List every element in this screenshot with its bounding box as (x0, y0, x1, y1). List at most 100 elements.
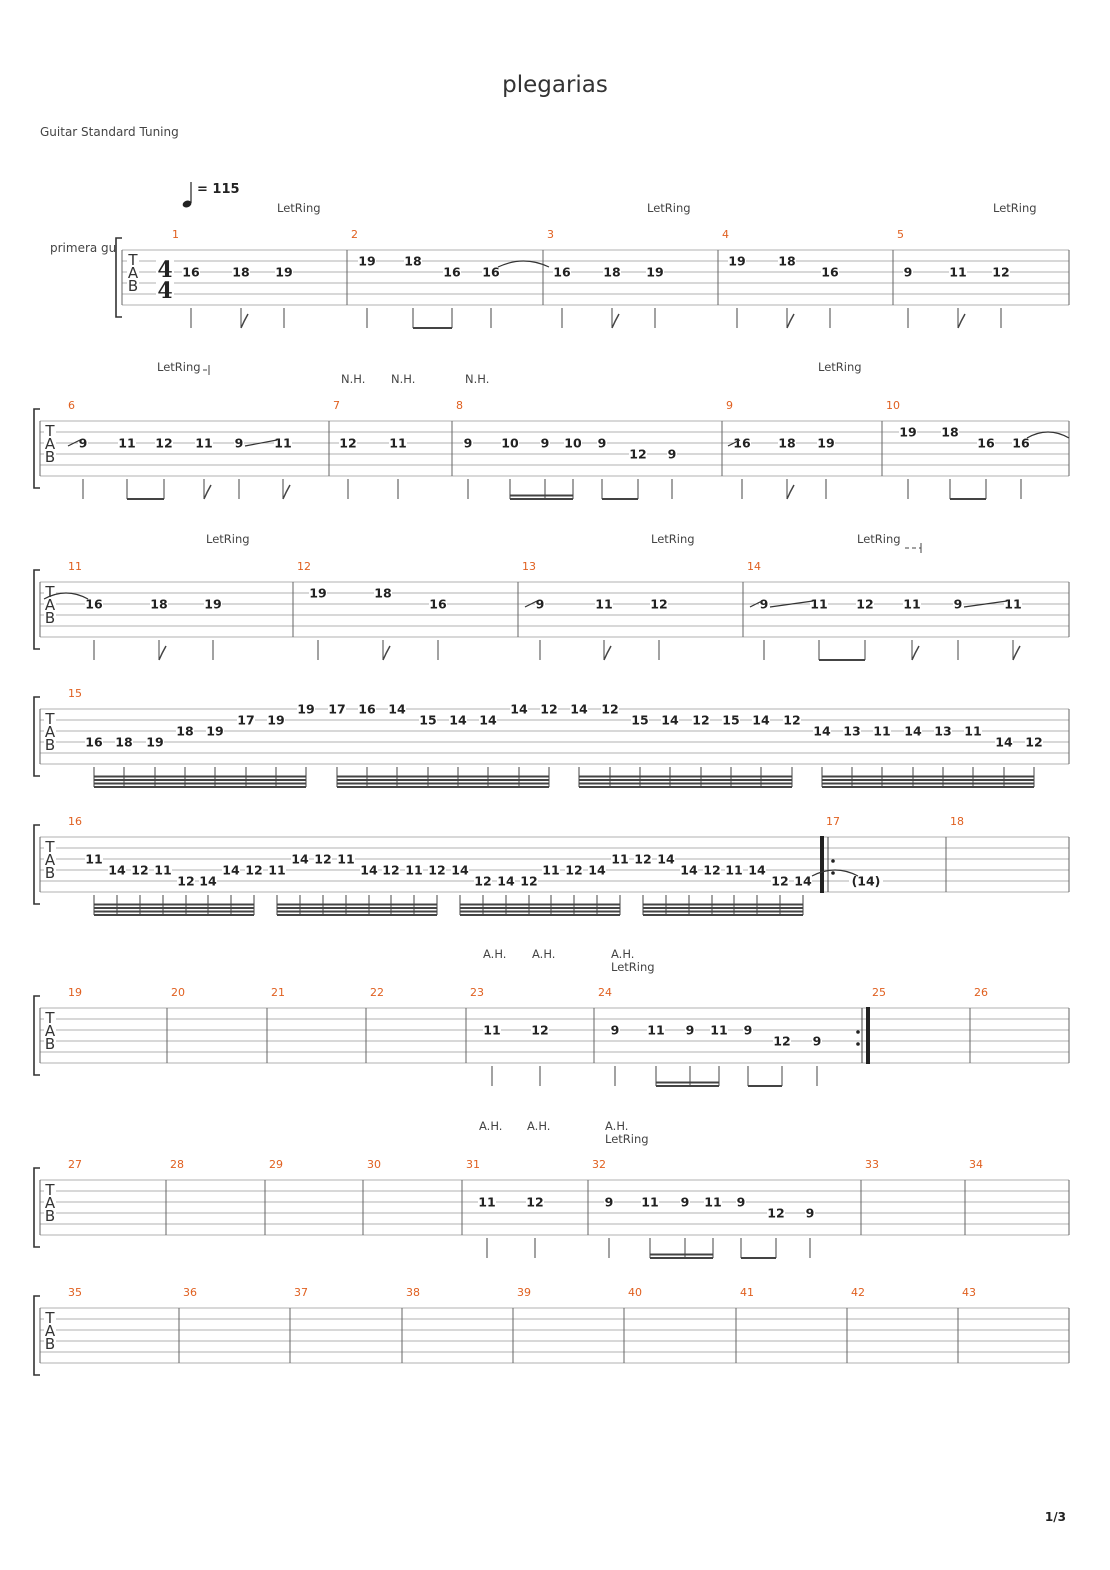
fret-bg (267, 713, 285, 726)
fret-bg (526, 1195, 544, 1208)
fret-number: 16 (85, 597, 103, 612)
tab-letter-bg (44, 853, 56, 866)
fret-bg (360, 863, 378, 876)
fret-bg (463, 436, 473, 449)
fret-bg (291, 852, 309, 865)
fret-bg (685, 1023, 695, 1036)
fret-bg (964, 724, 982, 737)
tab-letter: B (45, 1035, 55, 1053)
fret-number: 9 (954, 597, 963, 612)
fret-bg (812, 1034, 822, 1047)
fret-bg (843, 724, 861, 737)
fret-number: 12 (245, 863, 262, 878)
fret-bg (85, 735, 103, 748)
fret-number: 14 (794, 874, 812, 889)
page-number: 1/3 (1044, 1510, 1066, 1524)
fret-number: 9 (681, 1195, 690, 1210)
fret-number: 18 (778, 436, 795, 451)
song-title: plegarias (502, 72, 608, 98)
fret-number: 9 (806, 1206, 815, 1221)
measure-number: 34 (969, 1158, 983, 1171)
fret-bg (388, 702, 406, 715)
fret-number: 18 (374, 586, 391, 601)
fret-bg (182, 265, 200, 278)
technique-annotation: A.H. (527, 1119, 550, 1133)
tab-letter-bg (44, 840, 56, 853)
tab-letter-bg (44, 424, 56, 437)
fret-number: 18 (603, 265, 620, 280)
measure-number: 35 (68, 1286, 82, 1299)
tab-letter-bg (44, 1037, 56, 1050)
tab-letter: T (44, 1009, 55, 1027)
fret-bg (778, 254, 796, 267)
measure-number: 23 (470, 986, 484, 999)
tab-letter: A (45, 1322, 56, 1340)
measure-number: 16 (68, 815, 82, 828)
fret-bg (725, 863, 743, 876)
technique-annotation: A.H. (479, 1119, 502, 1133)
fret-bg (629, 447, 647, 460)
fret-number: 15 (631, 713, 648, 728)
fret-bg (650, 597, 668, 610)
note-flag (611, 313, 620, 329)
fret-number: 14 (657, 852, 675, 867)
fret-number: 11 (964, 724, 981, 739)
fret-bg (1004, 597, 1022, 610)
fret-number: 12 (540, 702, 557, 717)
technique-annotation: A.H. (611, 947, 634, 961)
fret-number: 13 (843, 724, 860, 739)
tab-letter: B (45, 1207, 55, 1225)
repeat-dot (856, 1030, 860, 1034)
fret-bg (641, 1195, 659, 1208)
fret-bg (358, 254, 376, 267)
fret-number: 12 (783, 713, 800, 728)
technique-annotation: LetRing (647, 201, 691, 215)
fret-bg (992, 265, 1010, 278)
note-flag (786, 484, 795, 500)
fret-number: 11 (647, 1023, 664, 1038)
fret-bg (374, 586, 392, 599)
tab-letter-bg (44, 738, 56, 751)
fret-bg (520, 874, 538, 887)
fret-number: 11 (337, 852, 354, 867)
fret-number: 16 (977, 436, 995, 451)
measure-number: 10 (886, 399, 900, 412)
technique-annotation: N.H. (341, 372, 365, 386)
fret-number: 11 (641, 1195, 658, 1210)
fret-bg (759, 597, 769, 610)
measure-number: 40 (628, 1286, 642, 1299)
tab-letter: T (44, 838, 55, 856)
fret-number: 11 (542, 863, 559, 878)
fret-bg (631, 713, 649, 726)
fret-bg (728, 254, 746, 267)
fret-bg (680, 1195, 690, 1208)
fret-bg (85, 852, 103, 865)
fret-number: 16 (1012, 436, 1030, 451)
tab-letter: A (45, 723, 56, 741)
fret-number: 16 (182, 265, 200, 280)
fret-number: 12 (131, 863, 148, 878)
fret-bg (234, 436, 244, 449)
fret-number: 12 (703, 863, 720, 878)
fret-bg (337, 852, 355, 865)
fret-bg (419, 713, 437, 726)
fret-bg (540, 436, 550, 449)
fret-number: 12 (314, 852, 331, 867)
fret-number: 9 (235, 436, 244, 451)
fret-number: 11 (949, 265, 966, 280)
fret-bg (245, 863, 263, 876)
measure-number: 41 (740, 1286, 754, 1299)
fret-number: 9 (813, 1034, 822, 1049)
fret-number: 14 (680, 863, 698, 878)
tab-letter: B (45, 609, 55, 627)
fret-bg (176, 724, 194, 737)
fret-bg (565, 863, 583, 876)
tab-letter-bg (44, 1324, 56, 1337)
tab-letter: B (45, 448, 55, 466)
note-flag (158, 645, 167, 661)
measure-number: 32 (592, 1158, 606, 1171)
fret-number: 11 (595, 597, 612, 612)
fret-number: 19 (817, 436, 834, 451)
repeat-dot (831, 859, 835, 863)
